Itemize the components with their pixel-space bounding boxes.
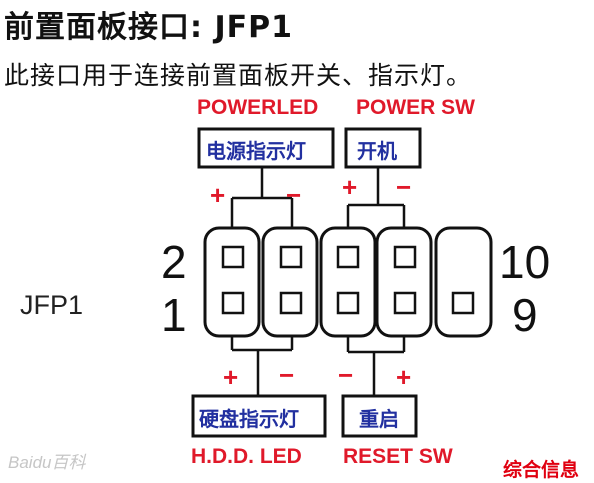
pin-number-1: 1	[161, 289, 187, 341]
top-sw-minus: −	[396, 172, 412, 202]
top-led-plus: +	[210, 180, 226, 210]
bottom-sw-minus: −	[338, 360, 354, 390]
pin-column-1	[203, 226, 261, 338]
power-sw-box-label: 开机	[357, 139, 397, 163]
power-led-wire	[230, 167, 294, 255]
pin-8	[393, 245, 417, 269]
power-sw-name: POWER SW	[356, 96, 475, 119]
corner-tag: 综合信息	[503, 459, 580, 481]
pin-number-10: 10	[499, 236, 551, 288]
bottom-led-plus: +	[223, 362, 239, 392]
pin-column-3	[319, 226, 377, 338]
pin-7	[393, 291, 417, 315]
power-sw-box	[344, 127, 422, 169]
page-title: 前置面板接口: JFP1	[4, 10, 293, 45]
top-sw-plus: +	[342, 172, 358, 202]
pin-number-2: 2	[161, 236, 187, 288]
power-led-box	[197, 127, 335, 169]
bottom-led-minus: −	[279, 360, 295, 390]
hdd-led-wire	[230, 305, 294, 396]
power-led-name: POWERLED	[197, 96, 319, 119]
power-led-box-label: 电源指示灯	[206, 139, 306, 163]
pin-column-2	[261, 226, 319, 338]
pin-4	[279, 245, 303, 269]
pin-3	[279, 291, 303, 315]
connector-label: JFP1	[20, 290, 84, 320]
reset-sw-name: RESET SW	[343, 445, 453, 468]
reset-sw-box-label: 重启	[359, 407, 399, 431]
pin-number-9: 9	[512, 289, 538, 341]
page-subtitle: 此接口用于连接前置面板开关、指示灯。	[4, 61, 473, 90]
hdd-led-box	[191, 394, 327, 438]
hdd-led-box-label: 硬盘指示灯	[199, 407, 299, 431]
pin-column-4	[375, 226, 433, 338]
top-led-minus: −	[286, 180, 302, 210]
pin-6	[336, 245, 360, 269]
watermark: Baidu百科	[8, 453, 86, 472]
hdd-led-name: H.D.D. LED	[191, 445, 302, 468]
pin-5	[336, 291, 360, 315]
reset-sw-wire	[346, 305, 406, 396]
pin-1	[221, 291, 245, 315]
pin-2	[221, 245, 245, 269]
pin-column-5	[434, 226, 493, 338]
reset-sw-box	[341, 394, 418, 438]
bottom-sw-plus: +	[396, 362, 412, 392]
power-sw-wire	[346, 167, 406, 255]
pin-9	[451, 291, 475, 315]
